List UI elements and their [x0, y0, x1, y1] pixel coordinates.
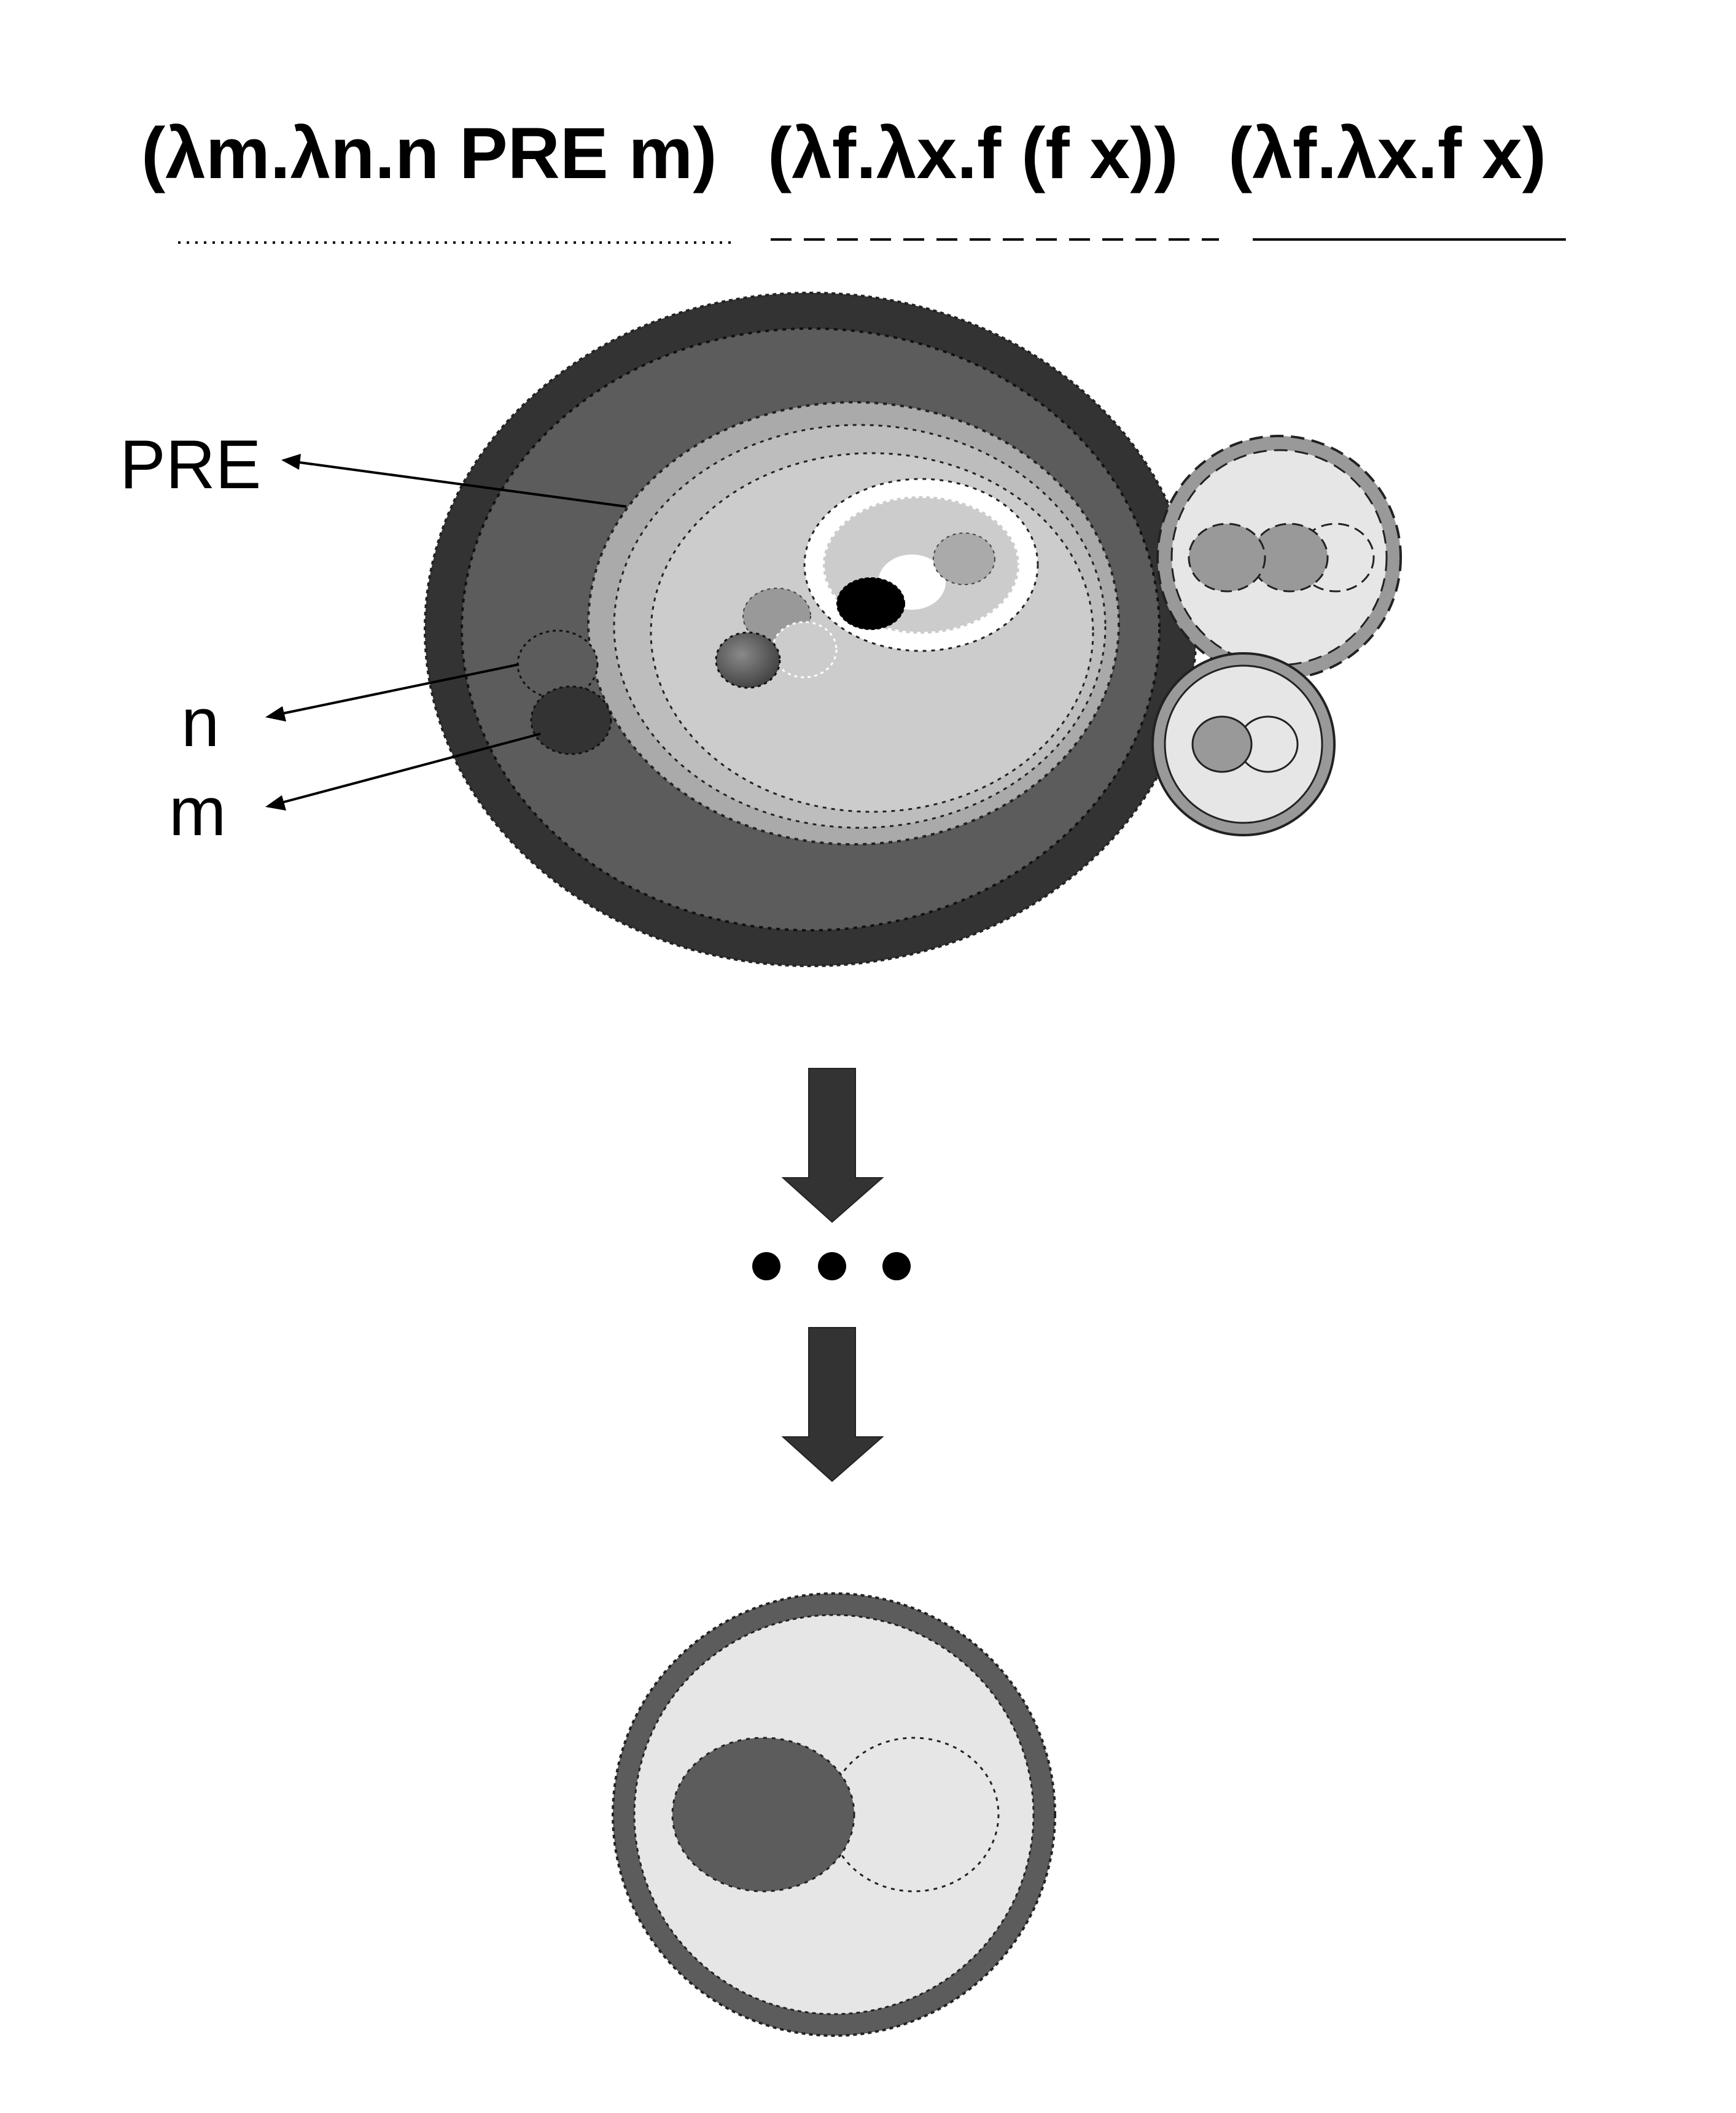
- down-arrow-1: [781, 1068, 884, 1223]
- n-label: n: [181, 684, 219, 761]
- inner-gray-blob-upper: [933, 532, 995, 585]
- down-arrow-2: [781, 1327, 884, 1482]
- result-f: [671, 1737, 855, 1893]
- m-pointer-arrow: [265, 733, 541, 811]
- result-x-hole: [828, 1737, 1000, 1893]
- term-2-diagram: [1156, 435, 1402, 680]
- m-node: [530, 685, 612, 755]
- pre-label: PRE: [120, 426, 261, 503]
- term-1-label: (λm.λn.n PRE m): [141, 113, 717, 194]
- m-label: m: [169, 773, 226, 850]
- small-light-ball: [771, 621, 838, 679]
- term-3-label: (λf.λx.f x): [1228, 113, 1546, 194]
- numeral-1-f: [1191, 715, 1253, 773]
- small-shaded-ball: [715, 631, 781, 689]
- pre-pointer-arrow: [281, 454, 627, 508]
- inner-black-blob: [836, 577, 905, 630]
- term-3-diagram: [1151, 652, 1336, 836]
- numeral-2-f-first: [1188, 523, 1266, 593]
- header: (λm.λn.n PRE m) (λf.λx.f (f x)) (λf.λx.f…: [141, 113, 1566, 244]
- labels: PRE n m: [120, 426, 627, 850]
- ellipsis-dots: [752, 1252, 911, 1280]
- n-pointer-arrow: [265, 663, 520, 722]
- reduction-steps: [752, 1068, 911, 1482]
- result-diagram: [612, 1592, 1056, 2037]
- term-1-diagram: [424, 292, 1197, 967]
- term-2-label: (λf.λx.f (f x)): [768, 113, 1178, 194]
- n-node: [516, 629, 599, 699]
